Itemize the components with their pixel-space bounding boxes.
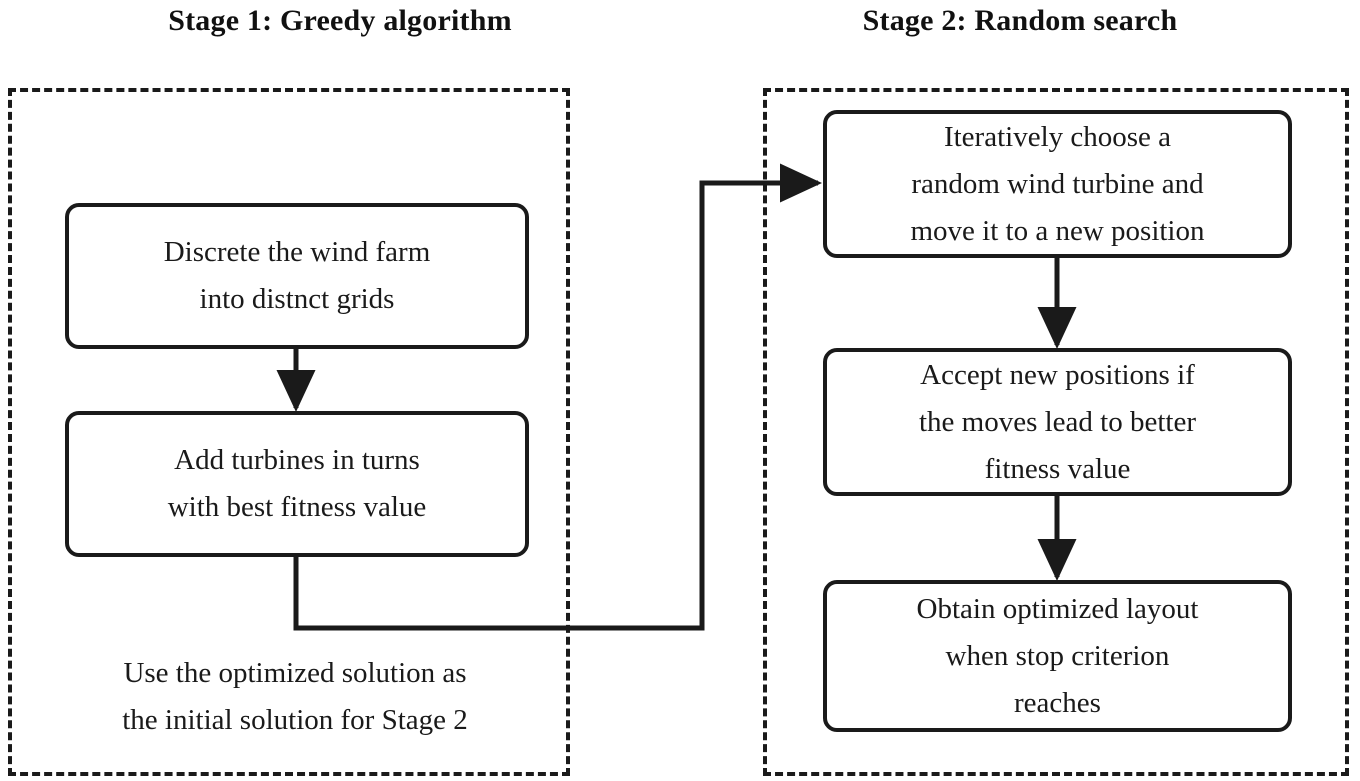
process-box-add-turbines[interactable]: Add turbines in turns with best fitness … (65, 411, 529, 557)
stage1-title: Stage 1: Greedy algorithm (168, 4, 512, 37)
process-box-iterate-label: Iteratively choose a random wind turbine… (910, 120, 1205, 247)
process-box-discretize-label: Discrete the wind farm into distnct grid… (163, 236, 431, 315)
process-box-accept[interactable]: Accept new positions if the moves lead t… (823, 348, 1292, 496)
process-box-obtain-label: Obtain optimized layout when stop criter… (916, 592, 1199, 719)
process-box-accept-label: Accept new positions if the moves lead t… (918, 358, 1196, 485)
process-box-discretize[interactable]: Discrete the wind farm into distnct grid… (65, 203, 529, 349)
stage2-title: Stage 2: Random search (862, 4, 1178, 37)
process-box-iterate[interactable]: Iteratively choose a random wind turbine… (823, 110, 1292, 258)
process-box-obtain[interactable]: Obtain optimized layout when stop criter… (823, 580, 1292, 732)
process-box-add-turbines-label: Add turbines in turns with best fitness … (167, 444, 427, 523)
stage1-caption: Use the optimized solution as the initia… (122, 657, 468, 736)
